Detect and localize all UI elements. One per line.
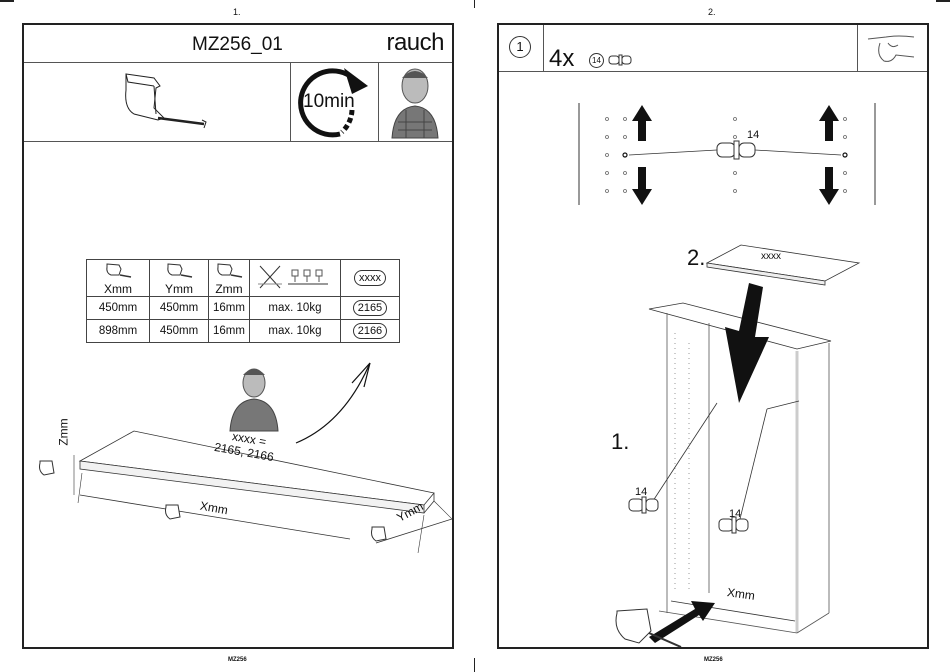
shelf-pin — [629, 497, 658, 513]
part-code-badge: 2165 — [353, 300, 387, 316]
up-arrow — [632, 105, 652, 141]
shelf-part-label: xxxx — [761, 251, 781, 262]
page-footer: MZ256 — [704, 657, 723, 663]
table-cell: 16mm — [209, 320, 250, 343]
crop-mark — [936, 0, 950, 2]
dimension-z-label: Zmm — [57, 418, 71, 445]
table-cell: 450mm — [150, 297, 209, 320]
table-cell: max. 10kg — [249, 320, 340, 343]
pointing-hand-icon — [858, 25, 928, 71]
table-row: 898mm 450mm 16mm max. 10kg 2166 — [87, 320, 400, 343]
load-distribution-icon — [256, 262, 334, 292]
info-row: 10min — [24, 62, 452, 142]
step-1-label: 1. — [611, 429, 629, 455]
table-cell: 450mm — [87, 297, 150, 320]
tool-cell — [24, 62, 291, 141]
quantity-label: 4x — [549, 45, 574, 73]
table-cell: 450mm — [150, 320, 209, 343]
shelf-diagram — [24, 343, 452, 643]
header-cell-x: Xmm — [87, 260, 150, 297]
tape-measure-icon — [164, 261, 194, 279]
page-1-frame: MZ256_01 rauch 10min — [22, 23, 454, 649]
time-estimate: 10min — [303, 91, 355, 113]
page-header: MZ256_01 rauch — [24, 25, 452, 63]
step-2-label: 2. — [687, 245, 705, 271]
table-cell: max. 10kg — [249, 297, 340, 320]
crop-mark — [474, 0, 475, 8]
header-cell-y: Ymm — [150, 260, 209, 297]
tape-measure-icon — [616, 609, 651, 643]
up-arrow — [819, 105, 839, 141]
down-arrow — [632, 167, 652, 205]
page-number: 2. — [708, 7, 716, 17]
insert-arrow — [725, 283, 769, 403]
crop-mark — [0, 0, 14, 2]
pin-label: 14 — [747, 129, 759, 141]
header-cell-code: xxxx — [340, 260, 399, 297]
part-number-badge: 14 — [589, 53, 604, 68]
table-cell: 2166 — [340, 320, 399, 343]
table-cell: 2165 — [340, 297, 399, 320]
header-cell-z: Zmm — [209, 260, 250, 297]
part-code-badge: 2166 — [353, 323, 387, 339]
down-arrow — [819, 167, 839, 205]
crop-mark — [474, 658, 475, 672]
page-footer: MZ256 — [228, 657, 247, 663]
tape-measure-icon — [103, 261, 133, 279]
page-number: 1. — [233, 7, 241, 17]
header-cell-load — [249, 260, 340, 297]
step-number-badge: 1 — [509, 36, 531, 58]
step-header: 1 4x 14 — [499, 25, 927, 72]
table-header-row: Xmm Ymm Zmm xxxx — [87, 260, 400, 297]
tape-measure-icon — [214, 261, 244, 279]
hand-cell — [857, 25, 928, 71]
table-row: 450mm 450mm 16mm max. 10kg 2165 — [87, 297, 400, 320]
pin-label-left: 14 — [635, 486, 647, 498]
assembler-figure — [230, 369, 278, 431]
tape-measure-icon — [114, 68, 234, 138]
assembly-diagram — [499, 73, 927, 647]
time-cell: 10min — [290, 62, 379, 141]
assembler-avatar-icon — [378, 62, 452, 141]
document-title: MZ256_01 — [192, 34, 283, 56]
brand-logo: rauch — [386, 29, 444, 57]
step-cell: 1 — [499, 25, 544, 71]
page-2-frame: 1 4x 14 — [497, 23, 929, 649]
table-cell: 16mm — [209, 297, 250, 320]
shelf-pin-icon — [607, 54, 633, 66]
shelf-pin — [717, 141, 755, 159]
person-cell — [378, 62, 452, 141]
hole-detail — [579, 103, 875, 205]
dimensions-table: Xmm Ymm Zmm xxxx — [86, 259, 400, 343]
table-cell: 898mm — [87, 320, 150, 343]
pin-label-right: 14 — [729, 508, 741, 520]
